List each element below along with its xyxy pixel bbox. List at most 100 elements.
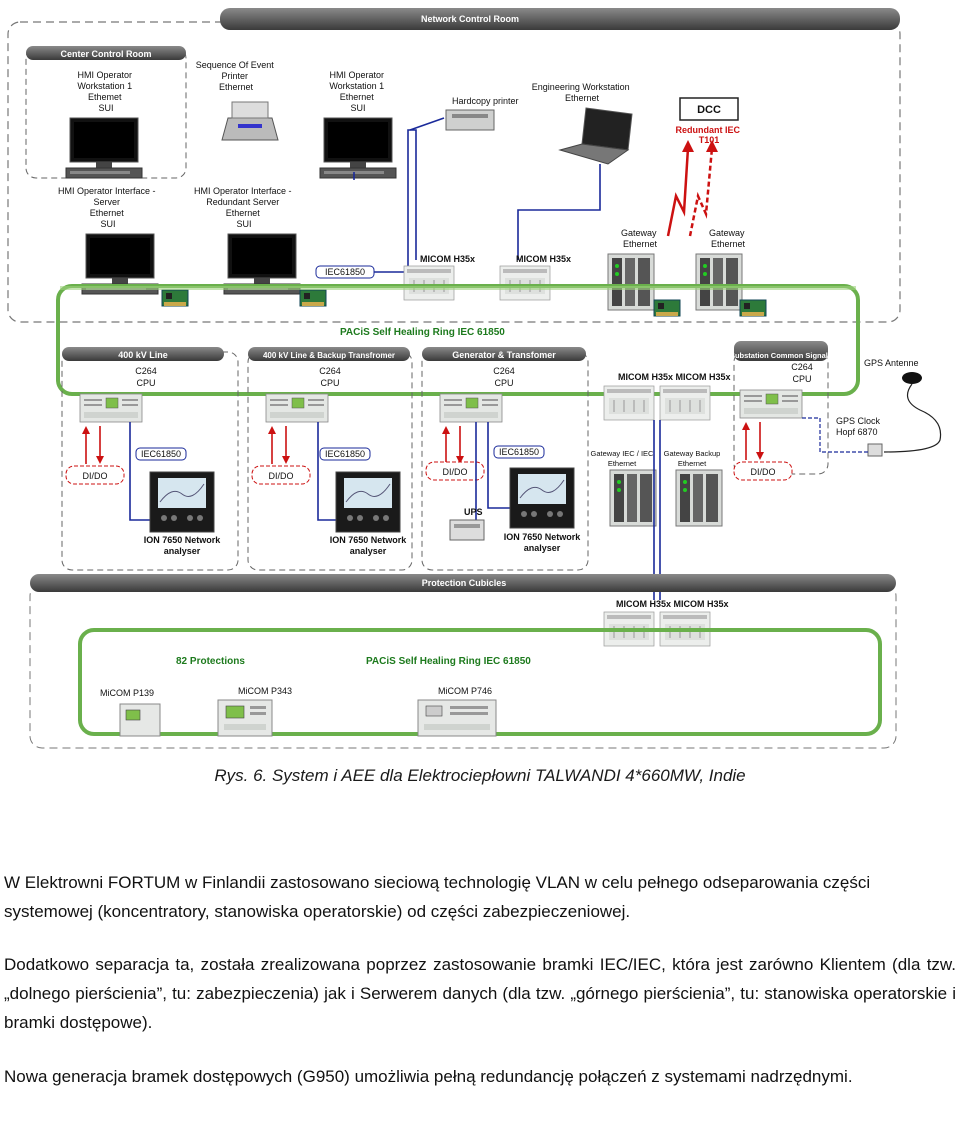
bay-400kv-line-backup: 400 kV Line & Backup Transfromer — [247, 347, 413, 571]
paragraph-gateways: Nowa generacja bramek dostępowych (G950)… — [4, 1067, 853, 1086]
c264-rtu-icon — [265, 393, 329, 423]
svg-text:400 kV Line: 400 kV Line — [118, 350, 168, 360]
ion-analyser-icon — [509, 467, 575, 529]
center-control-room-title: Center Control Room — [61, 49, 152, 59]
network-control-room-title: Network Control Room — [421, 14, 519, 24]
ups-label: UPS — [464, 507, 483, 517]
engineering-workstation-label: Engineering Workstation Ethernet — [532, 82, 632, 103]
monitor-icon — [319, 117, 397, 179]
hmi-redundant-server-label: HMI Operator Interface - Redundant Serve… — [194, 186, 294, 229]
printer-icon — [221, 101, 279, 141]
hardcopy-printer-label: Hardcopy printer — [452, 96, 519, 106]
svg-text:DI/DO: DI/DO — [442, 467, 467, 477]
bay-generator-transformer: Generator & Transfomer — [421, 347, 589, 571]
svg-text:Generator & Transfomer: Generator & Transfomer — [452, 350, 556, 360]
relay-label: MiCOM P139 — [100, 688, 154, 698]
svg-text:DI/DO: DI/DO — [750, 467, 775, 477]
iec61850-tag: IEC61850 — [319, 447, 371, 461]
micom-switch-icon — [659, 385, 711, 421]
micom-h35x-pair-label: MICOM H35x MICOM H35x — [616, 599, 729, 609]
svg-text:400 kV Line & Backup Transfrom: 400 kV Line & Backup Transfromer — [263, 351, 395, 360]
ion-analyser-icon — [149, 471, 215, 533]
dcc-box: DCC — [679, 97, 739, 121]
protection-cubicles-panel: Protection Cubicles — [29, 574, 897, 749]
monitor-icon — [65, 117, 143, 179]
relay-icon — [119, 703, 161, 737]
hmi-workstation-1-b-label: HMI Operator Workstation 1 Ethernet SUI — [329, 70, 386, 113]
micom-h35x-pair-label: MICOM H35x MICOM H35x — [618, 372, 731, 382]
dido-box: DI/DO — [65, 465, 125, 485]
bay-400kv-line: 400 kV Line — [61, 347, 239, 571]
iec61850-tag: IEC61850 — [315, 265, 375, 279]
laptop-icon — [558, 107, 633, 165]
micom-h35x-label-1: MICOM H35x — [420, 254, 475, 264]
svg-text:DI/DO: DI/DO — [82, 471, 107, 481]
network-control-room-panel: Network Control Room — [7, 8, 901, 323]
ethernet-links-mid — [653, 420, 661, 600]
svg-text:IEC61850: IEC61850 — [325, 449, 365, 459]
dido-box: DI/DO — [733, 461, 793, 481]
relay-label: MiCOM P746 — [438, 686, 492, 696]
hardcopy-printer-icon — [445, 109, 495, 131]
gps-antenna-icon — [883, 372, 942, 453]
network-card-icon — [299, 289, 327, 307]
network-card-icon — [161, 289, 189, 307]
gateway-icon — [607, 253, 655, 311]
gps-clock-icon — [867, 443, 883, 457]
gateway-icon — [609, 469, 657, 527]
redundant-link-arrows — [666, 140, 718, 237]
gateway-icon — [695, 253, 743, 311]
ion-analyser-icon — [335, 471, 401, 533]
paragraph-vlan: W Elektrowni FORTUM w Finlandii zastosow… — [4, 873, 871, 921]
dido-box: DI/DO — [425, 461, 485, 481]
relay-icon — [417, 699, 497, 737]
gps-link — [802, 417, 868, 453]
redundant-iec-label: Redundant IEC T101 — [675, 125, 742, 145]
c264-rtu-icon — [739, 389, 803, 419]
svg-text:DI/DO: DI/DO — [268, 471, 293, 481]
network-card-icon — [653, 299, 681, 317]
gateway-icon — [675, 469, 723, 527]
arrowhead-icons — [82, 422, 764, 464]
pacis-ring-bottom-label: PACiS Self Healing Ring IEC 61850 — [366, 656, 531, 667]
dido-box: DI/DO — [251, 465, 311, 485]
paragraph-separation: Dodatkowo separacja ta, została zrealizo… — [4, 955, 956, 1032]
pacis-ring-top-label: PACiS Self Healing Ring IEC 61850 — [340, 327, 505, 338]
micom-switch-icon — [603, 385, 655, 421]
gateway-2-label: Gateway Ethernet — [709, 228, 747, 249]
dido-arrows — [85, 422, 761, 464]
gps-antenna-label: GPS Antenne — [864, 358, 919, 368]
system-architecture-diagram: Network Control Room Center Control Room… — [7, 8, 942, 749]
svg-text:Substation Common Signals: Substation Common Signals — [730, 351, 832, 360]
gateway-1-label: Gateway Ethernet — [621, 228, 659, 249]
svg-text:IEC61850: IEC61850 — [499, 447, 539, 457]
c264-rtu-icon — [79, 393, 143, 423]
svg-text:DCC: DCC — [697, 104, 721, 116]
iec61850-tag: IEC61850 — [493, 445, 545, 459]
micom-h35x-label-2: MICOM H35x — [516, 254, 571, 264]
figure-caption: Rys. 6. System i AEE dla Elektrociepłown… — [214, 766, 746, 785]
micom-switch-icon — [403, 265, 455, 301]
ethernet-links-bays — [129, 422, 510, 521]
relay-label: MiCOM P343 — [238, 686, 292, 696]
micom-switch-icon — [499, 265, 551, 301]
svg-text:Protection Cubicles: Protection Cubicles — [422, 578, 507, 588]
svg-text:IEC61850: IEC61850 — [141, 449, 181, 459]
ethernet-links-top — [353, 117, 601, 273]
svg-text:IEC61850: IEC61850 — [325, 267, 365, 277]
soe-printer-label: Sequence Of Event Printer Ethernet — [196, 60, 277, 92]
relay-icon — [217, 699, 273, 737]
hmi-server-label: HMI Operator Interface - Server Ethernet… — [58, 186, 158, 229]
network-card-icon — [739, 299, 767, 317]
iec61850-tag: IEC61850 — [135, 447, 187, 461]
protections-count-label: 82 Protections — [176, 656, 245, 667]
